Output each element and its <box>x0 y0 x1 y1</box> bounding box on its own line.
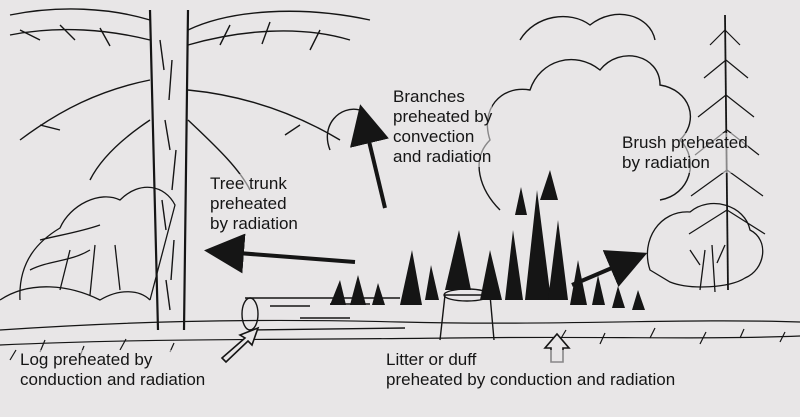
branches-arrow <box>350 104 389 209</box>
flames <box>330 170 645 310</box>
branches-label-line-4: and radiation <box>393 147 492 166</box>
brush-label-line-1: Brush preheated <box>622 133 748 152</box>
smoke <box>326 13 691 211</box>
tree-trunk-label: Tree trunk preheated by radiation <box>210 174 298 234</box>
tree-trunk-label-line-3: by radiation <box>210 214 298 233</box>
litter-label-line-2: preheated by conduction and radiation <box>386 370 676 389</box>
branches-label-line-3: convection <box>393 127 475 146</box>
litter-label-line-1: Litter or duff <box>386 350 477 369</box>
log-label-line-2: conduction and radiation <box>20 370 206 389</box>
log-label-line-1: Log preheated by <box>20 350 153 369</box>
litter-label: Litter or duff preheated by conduction a… <box>386 350 676 390</box>
tree-trunk-label-line-1: Tree trunk <box>210 174 287 193</box>
tall-tree <box>9 8 371 331</box>
right-bush <box>646 203 764 293</box>
branches-label-line-2: preheated by <box>393 107 493 126</box>
tree-trunk-arrow <box>204 233 356 274</box>
ground <box>0 319 800 361</box>
left-shrub <box>0 186 176 301</box>
brush-arrow <box>571 250 648 287</box>
log-arrow <box>220 326 260 364</box>
log-label: Log preheated by conduction and radiatio… <box>20 350 206 390</box>
tree-trunk-label-line-2: preheated <box>210 194 287 213</box>
brush-label-line-2: by radiation <box>622 153 710 172</box>
brush-label: Brush preheated by radiation <box>622 133 748 173</box>
branches-label-line-1: Branches <box>393 87 465 106</box>
branches-label: Branches preheated by convection and rad… <box>393 87 493 167</box>
